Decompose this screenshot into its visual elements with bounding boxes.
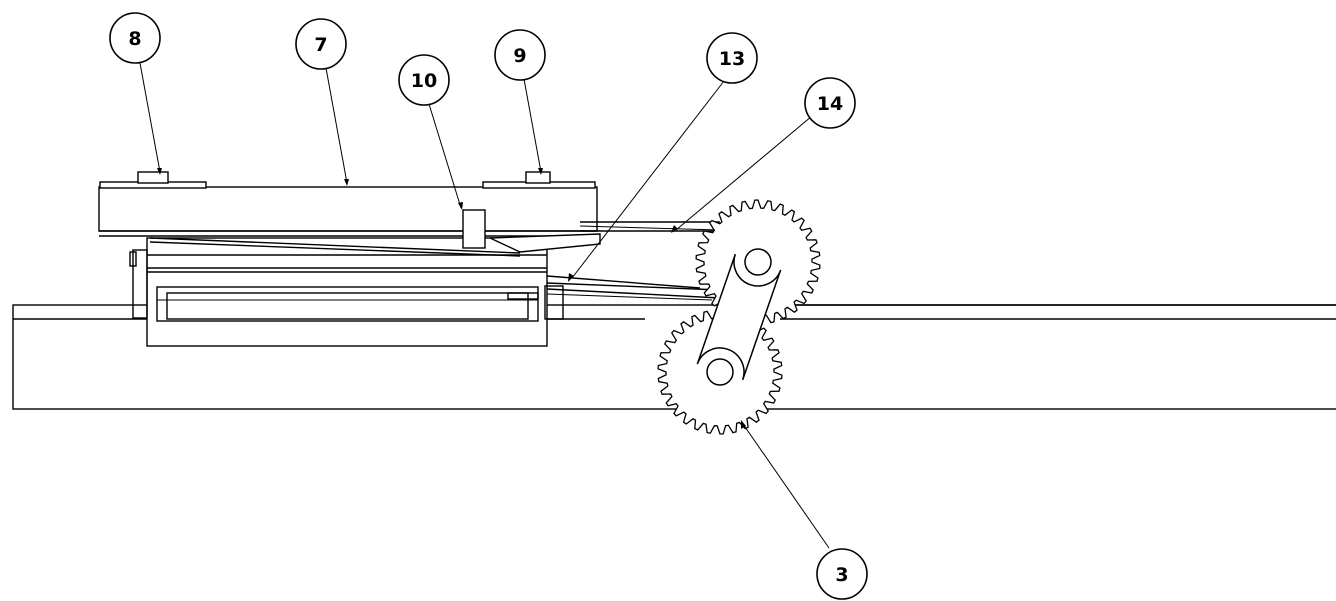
callout-3: 3 <box>816 548 868 600</box>
leader-9 <box>523 78 542 173</box>
leader-8 <box>139 62 161 173</box>
pivot-upper <box>744 248 772 276</box>
gear-train <box>657 199 821 435</box>
callout-label-13: 13 <box>719 48 745 70</box>
callout-label-3: 3 <box>835 564 848 586</box>
callout-14: 14 <box>804 77 856 129</box>
callout-13: 13 <box>706 32 758 84</box>
callout-label-10: 10 <box>411 70 437 92</box>
pivot-lower <box>706 358 734 386</box>
upper-rail <box>98 186 601 257</box>
callout-10: 10 <box>398 54 450 106</box>
link-arm <box>696 253 782 381</box>
belt-13 <box>546 275 721 301</box>
callout-7: 7 <box>295 18 347 70</box>
block-10 <box>462 209 486 249</box>
leader-10 <box>428 103 462 209</box>
leader-7 <box>325 67 348 184</box>
belt-14 <box>579 221 721 232</box>
leader-13 <box>571 80 725 279</box>
leader-3 <box>742 423 830 549</box>
callout-8: 8 <box>109 12 161 64</box>
post-9 <box>482 171 596 189</box>
leader-lines <box>139 62 830 549</box>
lower-carriage <box>129 237 564 347</box>
callout-9: 9 <box>494 29 546 81</box>
callout-label-9: 9 <box>513 45 526 67</box>
callout-label-14: 14 <box>817 93 843 115</box>
leader-14 <box>675 115 813 231</box>
callout-label-7: 7 <box>314 34 327 56</box>
post-8 <box>99 171 207 189</box>
callout-label-8: 8 <box>128 28 141 50</box>
